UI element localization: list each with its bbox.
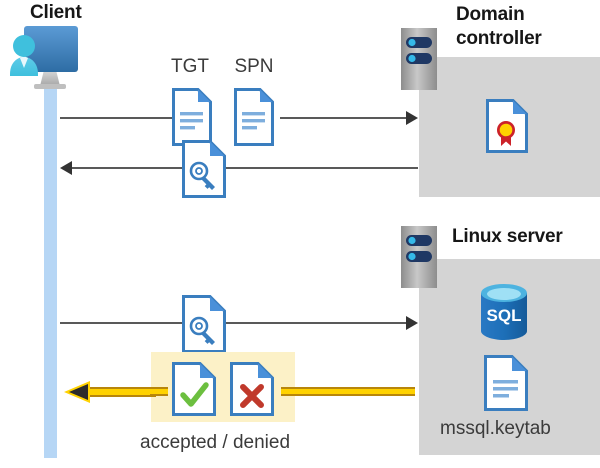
linux-server-server-rack-icon: [401, 226, 437, 288]
flow-arrow-client-to-linux: [226, 314, 418, 332]
client-workstation-icon: [8, 24, 98, 96]
flow-line-client-to-linux-left: [60, 322, 182, 324]
accepted-check-document-icon: [172, 362, 216, 416]
flow-arrow-dc-to-client: [60, 159, 182, 177]
keytab-filename-label: mssql.keytab: [440, 418, 551, 439]
result-label: accepted / denied: [140, 432, 291, 453]
sql-database-icon: SQL: [478, 283, 530, 341]
domain-controller-server-rack-icon: [401, 28, 437, 90]
domain-controller-title-line2: controller: [456, 28, 542, 49]
dc-ticket-key-document-icon: [182, 140, 226, 198]
certificate-document-icon: [486, 99, 528, 153]
spn-label: SPN: [234, 56, 274, 77]
client-title: Client: [30, 2, 82, 23]
client-lifeline: [44, 80, 57, 458]
flow-arrow-linux-to-client-head: [62, 381, 156, 403]
sql-database-label: SQL: [487, 306, 522, 325]
flow-arrow-client-to-dc: [280, 109, 418, 127]
flow-line-linux-to-client-segment-right: [281, 387, 415, 396]
tgt-document-icon: [172, 88, 212, 146]
denied-cross-document-icon: [230, 362, 274, 416]
keytab-document-icon: [484, 355, 528, 411]
linux-ticket-key-document-icon: [182, 295, 226, 353]
flow-line-linux-to-client-segment-left: [150, 387, 168, 396]
domain-controller-title-line1: Domain: [456, 4, 525, 25]
linux-server-title: Linux server: [452, 226, 563, 247]
tgt-label: TGT: [171, 56, 209, 77]
spn-document-icon: [234, 88, 274, 146]
flow-line-client-to-dc-left: [60, 117, 172, 119]
flow-line-dc-to-client-right: [226, 167, 418, 169]
